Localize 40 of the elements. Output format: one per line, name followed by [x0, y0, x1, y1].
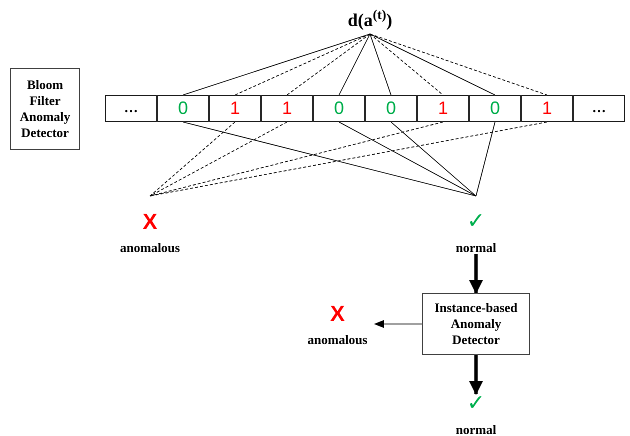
process-box: Instance-based Anomaly Detector	[422, 293, 530, 355]
connector-line	[150, 122, 236, 196]
connector-line	[182, 122, 476, 196]
arrow	[469, 355, 483, 395]
arrow	[374, 320, 422, 328]
connector-line	[234, 34, 370, 96]
bit-cell: 0	[469, 95, 521, 122]
cross-mark: X	[142, 211, 158, 233]
connector-line	[370, 34, 496, 96]
result-label: anomalous	[308, 332, 368, 346]
function-label: d(a$^{(t)}$)	[348, 6, 392, 32]
connector-line	[286, 34, 370, 96]
connector-line	[150, 122, 444, 196]
connector-line	[338, 34, 370, 96]
bit-cell: 0	[313, 95, 365, 122]
connector-line	[370, 34, 392, 96]
connector-line	[390, 122, 476, 196]
arrow	[469, 254, 483, 294]
connector-line	[370, 34, 444, 96]
check-mark: ✓	[466, 211, 486, 233]
bit-cell: 1	[417, 95, 469, 122]
connector-line	[182, 34, 370, 96]
bit-cell: …	[573, 95, 625, 122]
connector-line	[338, 122, 476, 196]
bit-cell: …	[105, 95, 157, 122]
connector-line	[476, 122, 496, 196]
bit-cell: 1	[209, 95, 261, 122]
bit-cell: 1	[261, 95, 313, 122]
bit-cell: 1	[521, 95, 573, 122]
process-box: Bloom Filter Anomaly Detector	[10, 68, 80, 150]
connector-line	[370, 34, 548, 96]
check-mark: ✓	[466, 392, 486, 414]
bit-cell: 0	[365, 95, 417, 122]
cross-mark: X	[330, 302, 345, 324]
result-label: anomalous	[120, 241, 180, 254]
result-label: normal	[456, 422, 496, 436]
result-label: normal	[456, 241, 496, 254]
connector-line	[150, 122, 548, 196]
connector-line	[150, 122, 288, 196]
bit-cell: 0	[157, 95, 209, 122]
